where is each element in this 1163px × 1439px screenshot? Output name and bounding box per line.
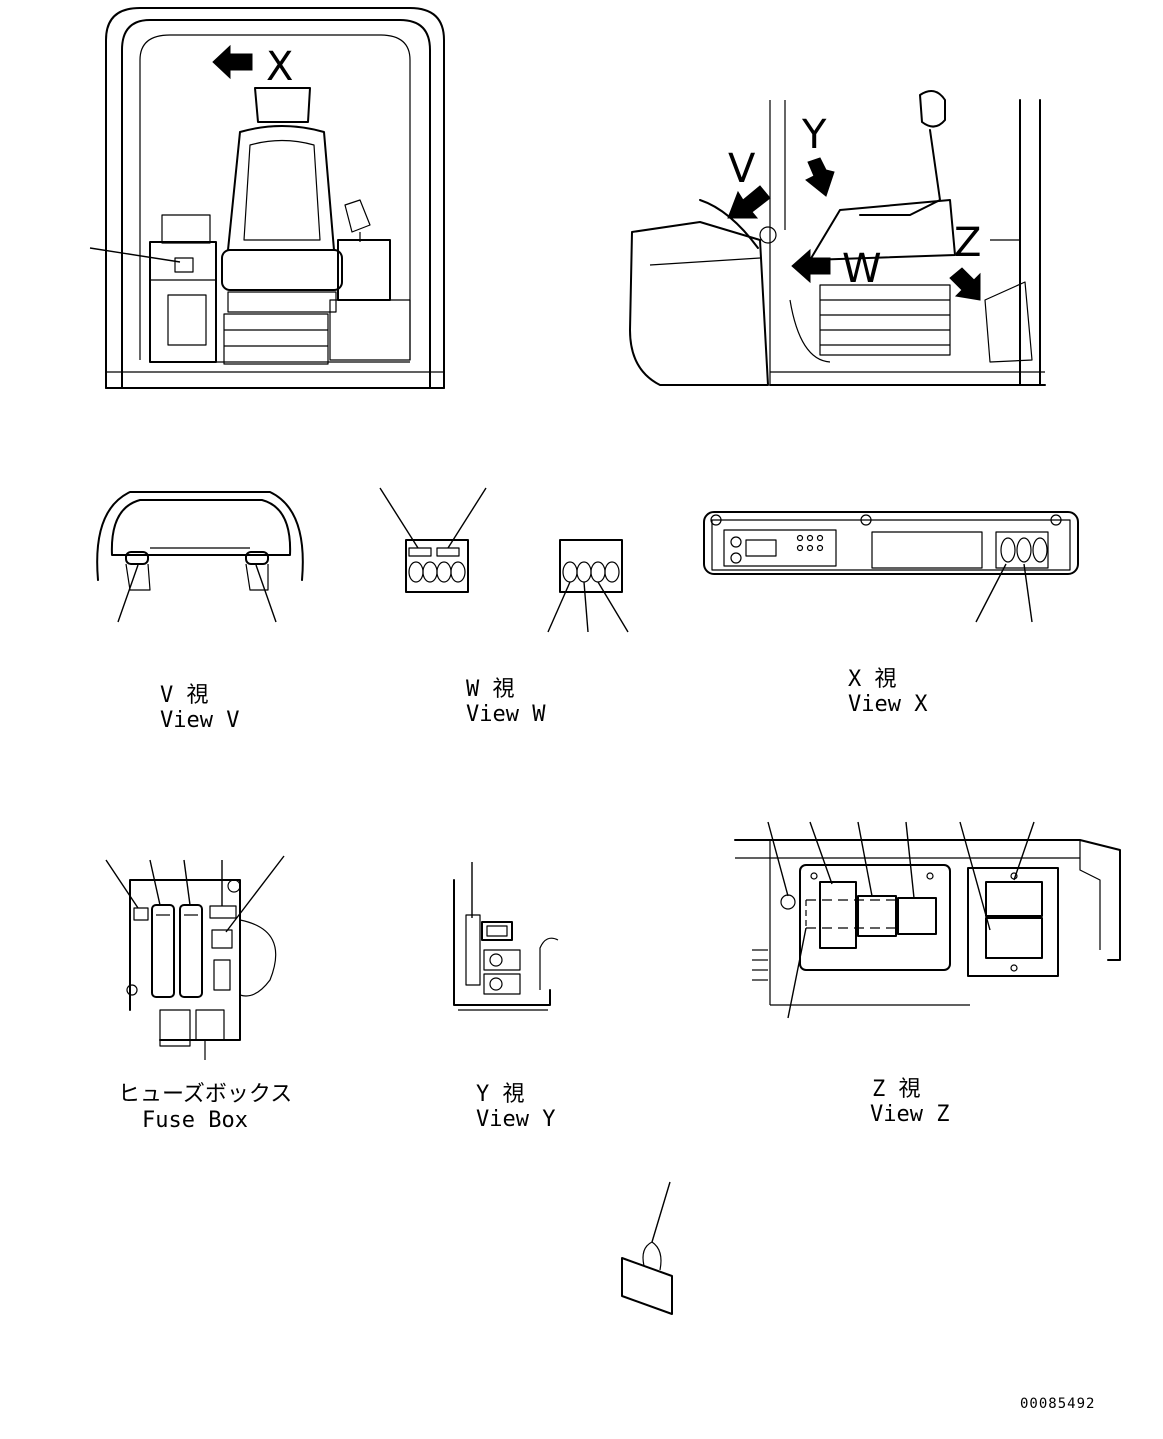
view-v-label-en: View V bbox=[160, 708, 239, 733]
view-y-figure bbox=[453, 862, 559, 1011]
arrow-x-letter: X bbox=[266, 44, 293, 90]
arrow-z-icon bbox=[949, 267, 981, 301]
cab-front-view: X bbox=[89, 7, 445, 389]
view-z-label-jp: Z 視 bbox=[872, 1077, 921, 1102]
view-y-label-en: View Y bbox=[476, 1107, 555, 1132]
arrow-y-letter: Y bbox=[801, 112, 827, 158]
arrow-v-letter: V bbox=[728, 146, 756, 192]
arrow-z-letter: Z bbox=[954, 220, 981, 266]
arrow-x-icon bbox=[212, 44, 253, 80]
view-w-figure bbox=[379, 487, 629, 633]
fuse-box-figure bbox=[105, 855, 285, 1060]
arrow-w-letter: W bbox=[842, 246, 882, 292]
view-v-figure bbox=[96, 491, 304, 623]
view-z-label-en: View Z bbox=[870, 1102, 949, 1127]
fuse-box-label-jp: ヒューズボックス bbox=[118, 1082, 292, 1107]
side-headrest bbox=[919, 90, 946, 128]
view-v-label-jp: V 視 bbox=[160, 683, 209, 708]
arrow-y-icon bbox=[805, 157, 835, 197]
seat-back-shape bbox=[227, 125, 335, 251]
label-tag-figure bbox=[621, 1181, 673, 1315]
headrest-shape bbox=[254, 87, 311, 123]
arrow-v-icon bbox=[727, 185, 771, 219]
arrow-w-icon bbox=[791, 248, 831, 284]
cab-side-view: V Y W Z bbox=[629, 90, 1046, 386]
view-x-figure bbox=[703, 511, 1079, 623]
view-x-label-en: View X bbox=[848, 692, 928, 717]
view-z-figure bbox=[734, 821, 1121, 1019]
fuse-box-label-en: Fuse Box bbox=[142, 1108, 248, 1133]
view-w-label-en: View W bbox=[466, 702, 546, 727]
view-y-label-jp: Y 視 bbox=[476, 1082, 525, 1107]
view-w-label-jp: W 視 bbox=[466, 677, 515, 702]
view-x-label-jp: X 視 bbox=[848, 667, 897, 692]
document-number: 00085492 bbox=[1020, 1396, 1095, 1412]
